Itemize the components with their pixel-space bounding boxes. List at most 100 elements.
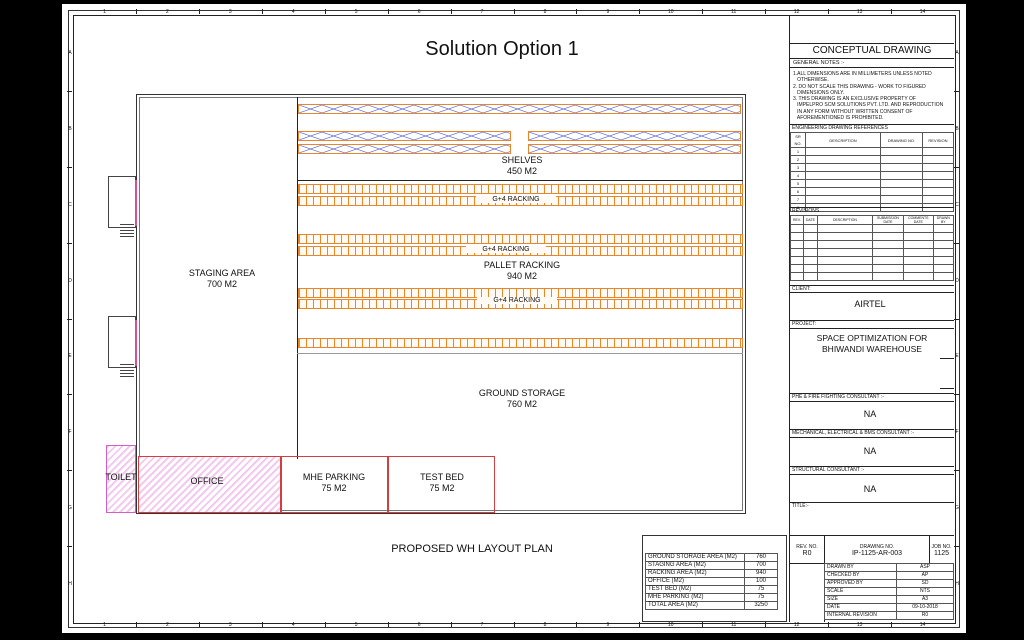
grid-number: 10 (668, 622, 674, 628)
tb-line (824, 535, 825, 563)
drawing-no-label: DRAWING NO. (859, 544, 895, 550)
mhe-parking-room (281, 456, 388, 513)
grid-tick (828, 622, 830, 627)
revisions-cell (802, 264, 818, 273)
ground-storage-area: 760 M2 (506, 399, 538, 409)
grid-number: 7 (480, 9, 484, 15)
revisions-cell (816, 272, 873, 281)
area-summary-row: TEST BED (M2)75 (645, 585, 778, 594)
revisions-row (790, 256, 955, 265)
grid-tick (67, 546, 72, 548)
revisions-cell (871, 232, 905, 241)
drawing-meta-value: 09-10-2018 (896, 603, 954, 612)
grid-tick (954, 394, 959, 396)
title-block-divider (789, 15, 790, 622)
eng-refs-cell (880, 195, 923, 204)
shelves-divider (297, 180, 743, 181)
revisions-cell (790, 232, 804, 241)
drawing-meta-value: R0 (896, 611, 954, 620)
rack-label: G+4 RACKING (476, 196, 556, 203)
test-bed-label: TEST BED (420, 472, 464, 482)
tb-line (790, 58, 954, 59)
pallet-rack-row (298, 184, 743, 194)
grid-letter: D (955, 277, 959, 284)
grid-number: 11 (731, 622, 737, 628)
eng-refs-cell: 1 (790, 147, 806, 156)
eng-refs-col-header: SR NO. (790, 132, 806, 148)
staging-divider (297, 97, 298, 459)
grid-letter: B (955, 125, 959, 132)
eng-refs-row: 4 (790, 171, 955, 180)
eng-refs-cell (880, 179, 923, 188)
drawing-meta-label: APPROVED BY (824, 579, 897, 588)
revisions-cell (816, 232, 873, 241)
grid-number: 6 (417, 622, 421, 628)
drawing-meta-label: DRAWN BY (824, 563, 897, 572)
project-label: PROJECT: (792, 321, 817, 327)
area-summary-row: RACKING AREA (M2)940 (645, 569, 778, 578)
revisions-cell (871, 264, 905, 273)
grid-tick (954, 318, 959, 320)
general-note-line: IN ANY FORM WITHOUT WRITTEN CONSENT OF (793, 108, 913, 115)
grid-number: 11 (731, 9, 737, 15)
general-note-line: IMPELPRO SCM SOLUTIONS PVT. LTD. AND REP… (793, 102, 944, 109)
grid-tick (261, 622, 263, 627)
eng-refs-cell (805, 187, 881, 196)
eng-refs-cell (880, 155, 923, 164)
revisions-label: REVISIONS (792, 208, 820, 214)
area-summary-label: STAGING AREA (M2) (645, 561, 745, 570)
grid-number: 6 (417, 9, 421, 15)
grid-number: 2 (166, 622, 169, 628)
tb-line (790, 320, 954, 321)
pallet-racking-area: 940 M2 (506, 271, 538, 281)
structural-consultant-label: STRUCTURAL CONSULTANT :- (792, 467, 865, 473)
shelf-row (528, 131, 741, 141)
grid-tick (891, 9, 893, 14)
tb-line (790, 429, 954, 430)
revisions-col-header: DESCRIPTION (816, 215, 873, 225)
eng-refs-cell (921, 163, 955, 172)
drawing-title: Solution Option 1 (425, 38, 579, 60)
revisions-cell (903, 224, 934, 233)
shelf-row (298, 144, 511, 154)
client-name: AIRTEL (854, 299, 886, 309)
tb-line (940, 358, 954, 359)
revisions-cell (871, 224, 905, 233)
revisions-row (790, 272, 955, 281)
revisions-col-header: DATE (802, 215, 818, 225)
eng-refs-cell (921, 147, 955, 156)
grid-tick (324, 622, 326, 627)
eng-refs-cell (921, 187, 955, 196)
revisions-cell (790, 248, 804, 257)
area-summary-value: 760 (744, 553, 778, 562)
grid-number: 10 (668, 9, 674, 15)
drawing-meta-label: DATE (824, 603, 897, 612)
grid-tick (954, 470, 959, 472)
test-bed-area: 75 M2 (429, 483, 455, 493)
project-line-1: SPACE OPTIMIZATION FOR (816, 333, 928, 343)
revisions-cell (816, 248, 873, 257)
eng-refs-cell (880, 171, 923, 180)
structural-consultant: NA (863, 484, 877, 494)
revisions-cell (790, 264, 804, 273)
area-summary-row: GROUND STORAGE AREA (M2)760 (645, 553, 778, 562)
area-summary-label: RACKING AREA (M2) (645, 569, 745, 578)
eng-refs-cell (805, 171, 881, 180)
grid-number: 3 (228, 9, 232, 15)
eng-refs-cell (805, 147, 881, 156)
job-no-label: JOB NO. (931, 544, 952, 550)
office-label: OFFICE (190, 476, 224, 486)
shelves-label: SHELVES (501, 155, 543, 165)
revisions-row (790, 232, 955, 241)
grid-tick (67, 166, 72, 168)
grid-number: 2 (166, 9, 169, 15)
area-summary-row: STAGING AREA (M2)700 (645, 561, 778, 570)
eng-refs-cell (805, 155, 881, 164)
grid-tick (135, 9, 137, 14)
eng-refs-cell: 5 (790, 179, 806, 188)
eng-refs-cell (805, 163, 881, 172)
grid-tick (387, 9, 389, 14)
